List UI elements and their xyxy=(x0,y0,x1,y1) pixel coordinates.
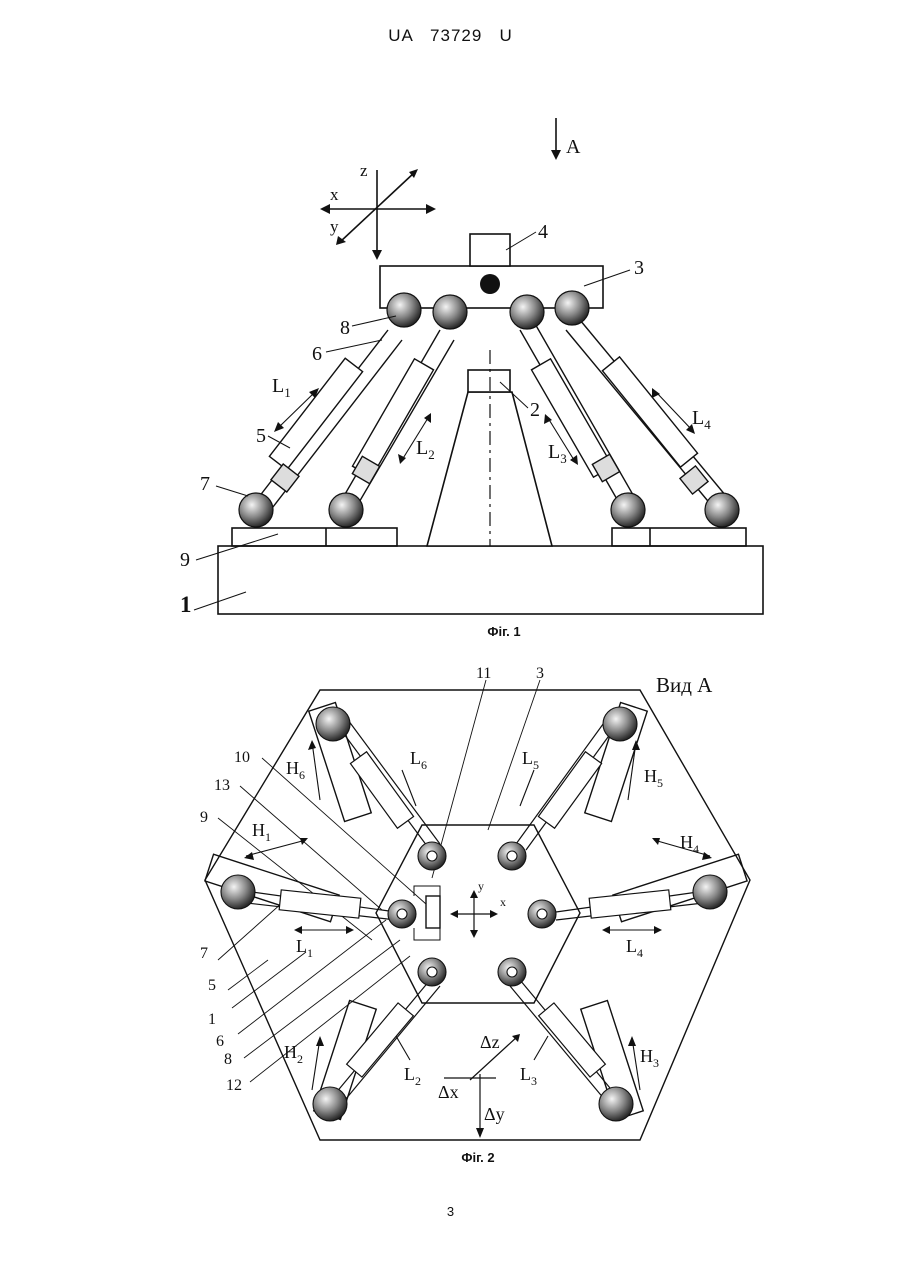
central-platform-3 xyxy=(376,825,580,1003)
ball-joint-7 xyxy=(221,875,255,909)
rail-H2 xyxy=(314,1001,376,1120)
ball-joint-7-left xyxy=(239,493,273,527)
length-L4: L4 xyxy=(692,407,711,432)
page-number: 3 xyxy=(0,1204,901,1219)
callout-7-fig2: 7 xyxy=(200,945,208,962)
callout-2: 2 xyxy=(530,399,540,421)
ball-joint-8 xyxy=(387,293,421,327)
callout-12: 12 xyxy=(226,1077,242,1094)
center-axis-y: y xyxy=(478,879,484,893)
sensor-block-10 xyxy=(426,896,440,928)
delta-x: Δx xyxy=(438,1082,459,1102)
ball-joint-outer-6 xyxy=(316,707,350,741)
rail-H3 xyxy=(581,1001,643,1120)
callout-3: 3 xyxy=(634,257,644,279)
callout-6-fig2: 6 xyxy=(216,1033,224,1050)
center-axis-x: x xyxy=(500,895,506,909)
inner-joint-2 xyxy=(418,958,446,986)
length-L4-fig2: L4 xyxy=(626,936,643,960)
leg-L6 xyxy=(338,720,440,850)
length-L5-fig2: L5 xyxy=(522,748,539,772)
height-H4: H4 xyxy=(680,832,699,856)
rail-H4 xyxy=(613,854,747,921)
center-axes-arrows xyxy=(450,890,498,938)
callout-10: 10 xyxy=(234,749,250,766)
ball-joint-lower-2 xyxy=(329,493,363,527)
callout-9-fig2: 9 xyxy=(200,809,208,826)
length-L3: L3 xyxy=(548,441,567,466)
inner-joint-1 xyxy=(388,900,416,928)
ball-joint-upper-2 xyxy=(433,295,467,329)
pad-9-left xyxy=(232,528,397,546)
inner-joint-3 xyxy=(498,958,526,986)
ball-joint-upper-4 xyxy=(555,291,589,325)
delta-y: Δy xyxy=(484,1104,505,1124)
leg-L5 xyxy=(516,720,616,850)
figure-2-caption: Фіг. 2 xyxy=(418,1150,538,1165)
pad-9-right xyxy=(612,528,746,546)
length-L1: L1 xyxy=(272,375,291,400)
inner-joint-4 xyxy=(528,900,556,928)
ball-joint-lower-3 xyxy=(611,493,645,527)
height-H5: H5 xyxy=(644,766,663,790)
ball-joint-outer-2 xyxy=(313,1087,347,1121)
height-H3: H3 xyxy=(640,1046,659,1070)
callout-13: 13 xyxy=(214,777,230,794)
callout-6: 6 xyxy=(312,343,322,365)
view-label: Вид А xyxy=(656,673,713,697)
coordinate-axes xyxy=(320,169,436,260)
axis-label-z: z xyxy=(360,161,368,180)
height-H1: H1 xyxy=(252,820,271,844)
ball-joint-lower-4 xyxy=(705,493,739,527)
delta-axes xyxy=(444,1034,520,1138)
leg-L1 xyxy=(238,890,396,920)
figure-1-drawing: A z x y 4 3 8 6 2 5 7 9 1 L1 L2 L3 L4 xyxy=(0,0,901,640)
delta-z: Δz xyxy=(480,1032,500,1052)
callout-7: 7 xyxy=(200,473,210,495)
inner-joint-6 xyxy=(418,842,446,870)
ball-joint-outer-4 xyxy=(693,875,727,909)
spindle-4 xyxy=(470,234,510,266)
ball-joint-upper-3 xyxy=(510,295,544,329)
inner-joint-5 xyxy=(498,842,526,870)
callout-1-fig2: 1 xyxy=(208,1011,216,1028)
leg-2 xyxy=(337,330,454,516)
length-L3-fig2: L3 xyxy=(520,1064,537,1088)
callout-5-fig2: 5 xyxy=(208,977,216,994)
length-L1-fig2: L1 xyxy=(296,936,313,960)
height-H2: H2 xyxy=(284,1042,303,1066)
leg-L3 xyxy=(510,980,620,1106)
rail-H1 xyxy=(205,854,339,921)
height-H6: H6 xyxy=(286,758,305,782)
length-L2: L2 xyxy=(416,437,435,462)
tool-2 xyxy=(468,370,510,392)
direction-label-A: A xyxy=(566,136,581,158)
callout-11: 11 xyxy=(476,665,491,682)
callout-9: 9 xyxy=(180,549,190,571)
length-L2-fig2: L2 xyxy=(404,1064,421,1088)
rail-H5 xyxy=(585,703,647,822)
callout-1: 1 xyxy=(180,592,192,617)
callout-3-fig2: 3 xyxy=(536,665,544,682)
length-L6-fig2: L6 xyxy=(410,748,427,772)
axis-label-x: x xyxy=(330,185,339,204)
base-1 xyxy=(218,546,763,614)
figure-1-caption: Фіг. 1 xyxy=(444,624,564,639)
callout-8-fig2: 8 xyxy=(224,1051,232,1068)
rail-H6 xyxy=(309,703,371,822)
leg-L4 xyxy=(556,890,712,920)
callout-4: 4 xyxy=(538,221,548,243)
callout-8: 8 xyxy=(340,317,350,339)
leg-L2 xyxy=(330,980,440,1106)
outer-hexagon-base xyxy=(205,690,750,1140)
ball-joint-outer-3 xyxy=(599,1087,633,1121)
ball-joint-outer-5 xyxy=(603,707,637,741)
callout-5: 5 xyxy=(256,425,266,447)
axis-label-y: y xyxy=(330,217,339,236)
